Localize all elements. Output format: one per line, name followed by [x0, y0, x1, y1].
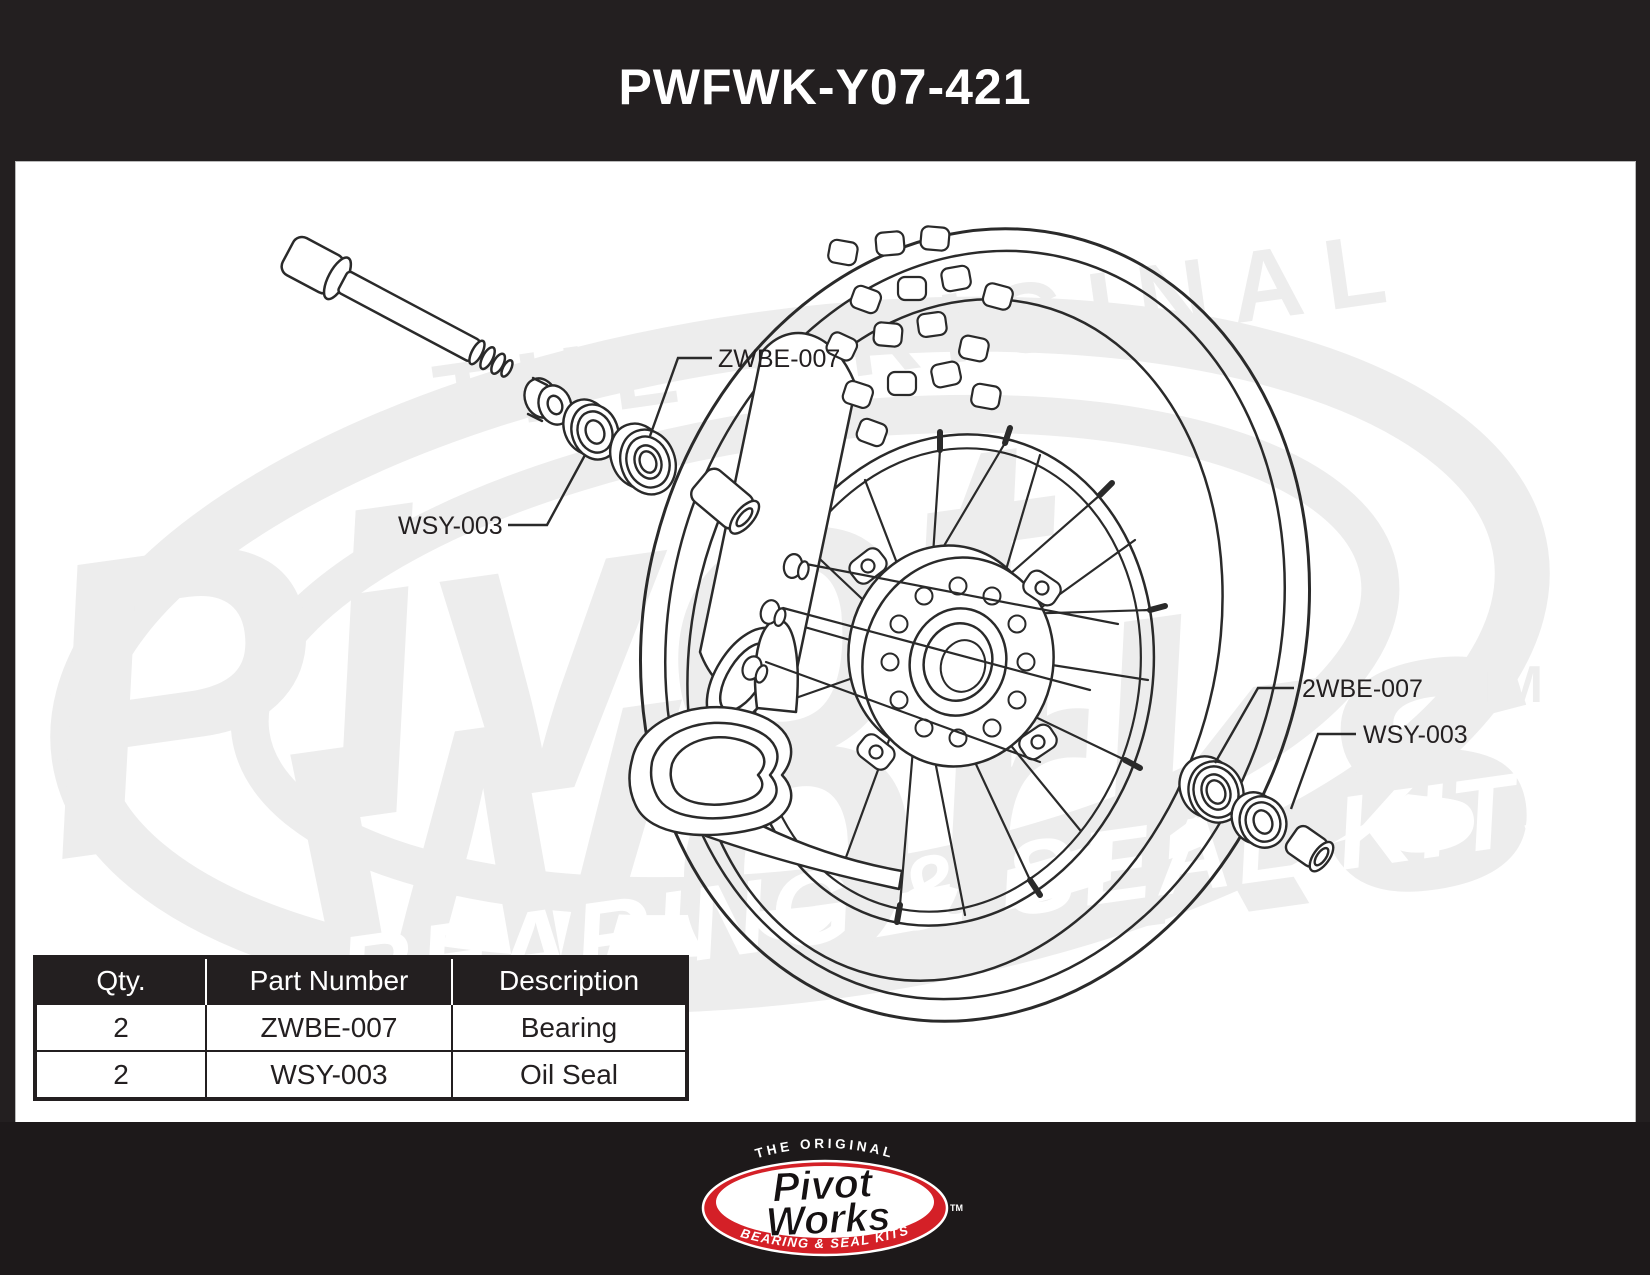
right-bushing: [1284, 824, 1335, 873]
tire-knobs: [825, 225, 1014, 448]
left-spacer-small: [523, 376, 573, 426]
svg-text:THE ORIGINAL: THE ORIGINAL: [753, 1136, 896, 1161]
logo-brand-pivot: Pivot: [771, 1159, 876, 1210]
logo-trademark: TM: [950, 1203, 963, 1213]
leader-bearing-right: [1213, 686, 1294, 764]
axle-drawing: [280, 235, 514, 378]
left-oil-seal: [562, 398, 620, 461]
column-header-qty: Qty.: [35, 957, 206, 1004]
front-wheel-drawing: [280, 225, 1335, 1023]
cell-description: Oil Seal: [451, 1050, 688, 1100]
cell-description: Bearing: [451, 1003, 688, 1052]
logo-oval-white: [716, 1166, 934, 1238]
column-header-description: Description: [451, 957, 687, 1004]
callout-oil-seal-left: WSY-003: [398, 512, 503, 540]
leader-bearing-top-left: [648, 356, 712, 437]
cell-part-number: WSY-003: [205, 1050, 453, 1100]
rim-strip: [704, 795, 904, 891]
leader-oil-seal-left: [508, 454, 587, 527]
loose-spokes: [741, 553, 1120, 764]
left-distance-collar: [690, 467, 761, 535]
page-title: PWFWK-Y07-421: [618, 59, 1032, 115]
right-oil-seal: [1230, 791, 1288, 849]
callout-oil-seal-right: WSY-003: [1363, 721, 1468, 749]
right-bearing: [1178, 755, 1245, 824]
cell-qty: 2: [34, 1003, 207, 1052]
table-row: 2 WSY-003 Oil Seal: [34, 1050, 688, 1100]
parts-table: Qty. Part Number Description 2 ZWBE-007 …: [33, 955, 689, 1101]
cell-part-number: ZWBE-007: [205, 1003, 453, 1052]
cell-qty: 2: [34, 1050, 207, 1100]
logo-tagline-top: THE ORIGINAL: [753, 1136, 893, 1161]
callouts: ZWBE-007 WSY-003 2WBE-007 WSY-003: [398, 345, 1468, 810]
logo-brand-works: Works: [765, 1193, 892, 1245]
watermark-tm: TM: [1468, 656, 1543, 714]
leader-oil-seal-right: [1289, 732, 1356, 810]
left-bearing: [609, 422, 677, 496]
column-header-part-number: Part Number: [205, 957, 452, 1004]
table-row: 2 ZWBE-007 Bearing: [34, 1003, 688, 1052]
hub-bolt-holes: [880, 576, 1036, 748]
hub-mount-tabs: [848, 547, 1062, 771]
callout-bearing-top-left: ZWBE-007: [718, 345, 840, 373]
tire-outline: [638, 227, 1312, 1023]
callout-bearing-right: 2WBE-007: [1302, 675, 1423, 703]
pivot-works-logo: THE ORIGINAL Pivot Works TM BEARING & SE…: [701, 1136, 963, 1257]
parts-table-header-row: Qty. Part Number Description: [35, 957, 687, 1004]
